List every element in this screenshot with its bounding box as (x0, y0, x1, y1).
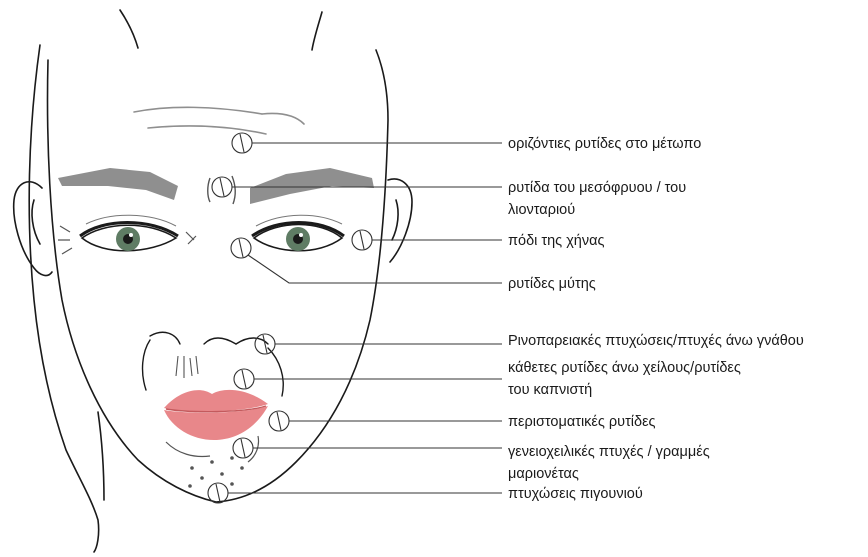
crows-feet-marker-tick (360, 231, 364, 249)
upper-lip-lines (176, 356, 198, 378)
marionette-marker-tick (241, 439, 245, 457)
eyebrows (58, 168, 374, 204)
left-eye (58, 215, 178, 254)
glabella-marker-tick (220, 178, 224, 196)
forehead-label: οριζόντιες ρυτίδες στο μέτωπο (508, 133, 701, 155)
bunny-marker-tick (239, 239, 243, 257)
smoker-marker-tick (242, 370, 246, 388)
smoker-label: κάθετες ρυτίδες άνω χείλους/ρυτίδες του … (508, 357, 741, 401)
lips (164, 390, 268, 440)
right-eye (186, 215, 344, 251)
forehead-marker-tick (240, 134, 244, 152)
crows-feet-label: πόδι της χήνας (508, 230, 605, 252)
bunny-label: ρυτίδες μύτης (508, 273, 596, 295)
nasolabial-label: Ρινοπαρειακές πτυχώσεις/πτυχές άνω γνάθο… (508, 330, 804, 352)
bunny-leader-line (248, 255, 502, 283)
perioral-label: περιστοματικές ρυτίδες (508, 411, 656, 433)
face-outline (14, 10, 412, 552)
left-eyebrow (58, 168, 178, 200)
marionette-label: γενειοχειλικές πτυχές / γραμμές μαριονέτ… (508, 441, 710, 485)
right-eyebrow (250, 168, 374, 204)
perioral-marker-tick (277, 412, 281, 430)
chin-label: πτυχώσεις πιγουνιού (508, 483, 643, 505)
nasolabial-marker-tick (263, 335, 267, 353)
glabella-label: ρυτίδα του μεσόφρυου / του λιονταριού (508, 177, 686, 221)
chin-marker-tick (216, 484, 220, 502)
forehead-lines (134, 107, 304, 134)
nose (143, 332, 284, 396)
